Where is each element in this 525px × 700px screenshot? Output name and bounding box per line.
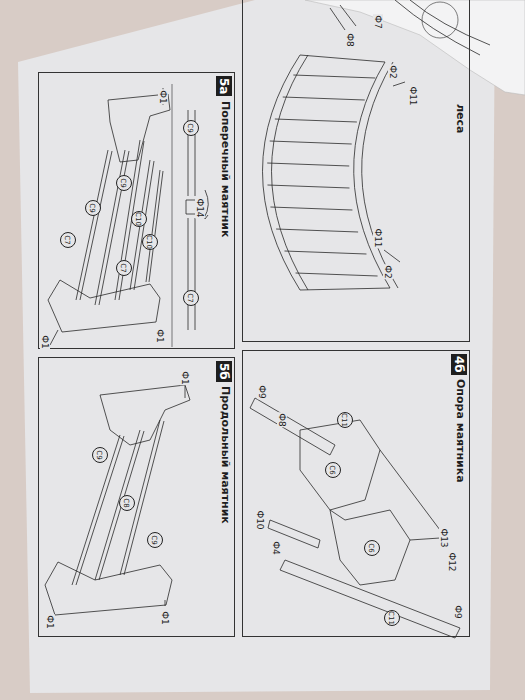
fastener-callout: Ф2 — [388, 64, 398, 79]
fastener-callout: Ф14 — [195, 197, 205, 218]
slat-line — [267, 163, 349, 166]
step-title: Продольный маятник — [218, 386, 232, 524]
fastener-callout: Ф2 — [383, 264, 393, 279]
step-number: 5а — [216, 76, 232, 96]
part-callout: С7 — [183, 290, 199, 306]
panel-box: 5бПродольный маятник — [38, 357, 235, 637]
step-number: 5б — [216, 361, 232, 382]
slat-line — [283, 97, 365, 100]
slat-line — [293, 75, 375, 78]
part-callout: С9 — [92, 447, 108, 463]
part-callout: С7 — [116, 260, 132, 276]
fastener-callout: Ф1 — [155, 328, 165, 343]
paper-sheet — [18, 0, 495, 693]
drawings — [45, 0, 490, 638]
part-callout: С9 — [147, 532, 163, 548]
fastener-callout: Ф9 — [257, 384, 267, 399]
step-title: леса — [453, 104, 467, 133]
part-callout: С9 — [116, 175, 132, 191]
slat-line — [296, 273, 378, 276]
part-callout: С9 — [183, 120, 199, 136]
part-callout: С11 — [384, 610, 400, 626]
step-title: Опора маятника — [453, 379, 467, 483]
slat-line — [267, 185, 349, 188]
fastener-callout: Ф8 — [277, 412, 287, 427]
slat-line — [284, 251, 366, 254]
part-callout: С6 — [364, 540, 380, 556]
fastener-callout: Ф1 — [158, 89, 168, 104]
part-callout: С10 — [142, 234, 158, 250]
fastener-callout: Ф12 — [447, 551, 457, 572]
step-title: Поперечный маятник — [218, 101, 232, 237]
slat-line — [276, 229, 358, 232]
fastener-callout: Ф11 — [373, 227, 383, 248]
part-callout: С11 — [337, 412, 353, 428]
slat-line — [270, 207, 352, 210]
part-callout: С6 — [325, 462, 341, 478]
panel-box: 4бОпора маятника — [242, 350, 470, 637]
fastener-callout: Ф7 — [373, 14, 383, 29]
fastener-callout: Ф1 — [40, 334, 50, 349]
fastener-callout: Ф10 — [255, 509, 265, 530]
fastener-callout: Ф8 — [345, 32, 355, 47]
second-sheet — [305, 0, 525, 95]
fastener-callout: Ф4 — [271, 540, 281, 555]
fastener-callout: Ф1 — [180, 370, 190, 385]
fastener-callout: Ф9 — [453, 604, 463, 619]
part-callout: С10 — [131, 211, 147, 227]
step-number: 4б — [451, 354, 467, 375]
fastener-callout: Ф13 — [439, 527, 449, 548]
panel-box: леса — [242, 0, 470, 342]
part-callout: С8 — [119, 495, 135, 511]
part-callout: С7 — [60, 232, 76, 248]
part-callout: С9 — [85, 200, 101, 216]
fastener-callout: Ф11 — [408, 85, 418, 106]
slat-line — [270, 141, 352, 144]
slat-line — [275, 119, 357, 122]
fastener-callout: Ф1 — [45, 614, 55, 629]
fastener-callout: Ф1 — [160, 610, 170, 625]
